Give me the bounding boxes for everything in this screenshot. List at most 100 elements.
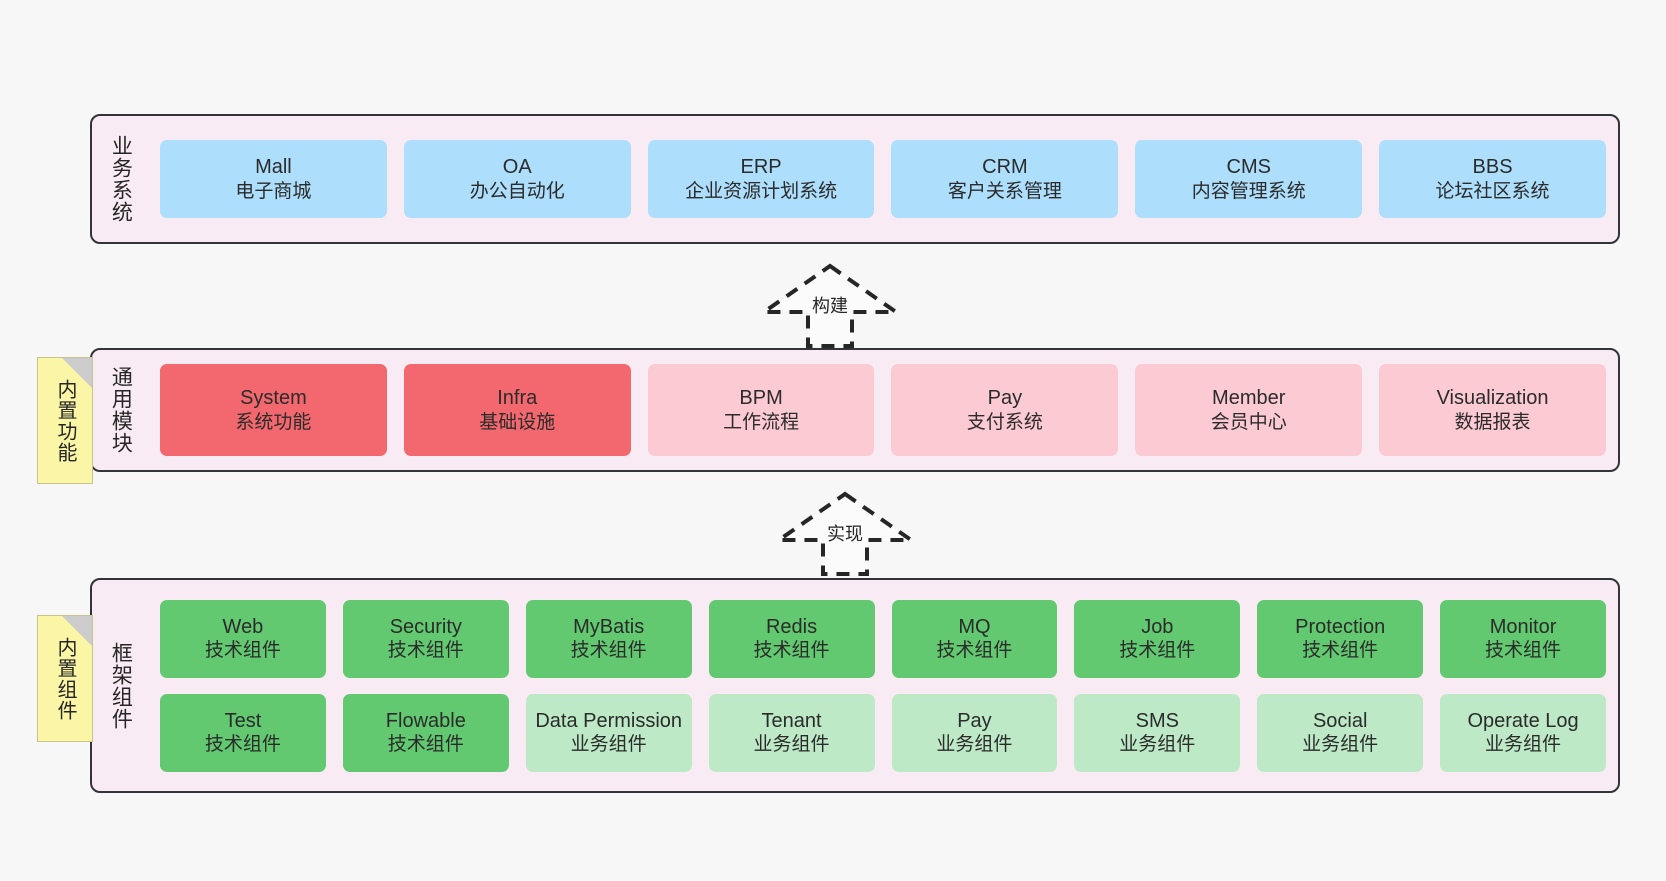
note-builtin-features: 内置功能: [37, 357, 93, 484]
node-sms[interactable]: SMS 业务组件: [1074, 693, 1241, 772]
layer-title-framework-components: 框架组件: [109, 641, 133, 730]
node-subtitle: 业务组件: [753, 734, 830, 756]
node-title: Member: [1212, 387, 1286, 410]
business-node-row: Mall 电子商城 OA 办公自动化 ERP 企业资源计划系统 CRM 客户关系…: [160, 140, 1606, 218]
node-subtitle: 业务组件: [1119, 734, 1196, 756]
node-subtitle: 内容管理系统: [1191, 180, 1306, 202]
node-subtitle: 业务组件: [1485, 734, 1562, 756]
connector-implement: 实现: [772, 490, 918, 576]
node-operate-log[interactable]: Operate Log 业务组件: [1440, 693, 1606, 772]
layer-business-system: 业务系统 Mall 电子商城 OA 办公自动化 ERP 企业资源计划系统 CRM…: [90, 114, 1620, 244]
node-title: Mall: [255, 156, 292, 179]
node-test[interactable]: Test 技术组件: [160, 693, 326, 772]
node-tenant[interactable]: Tenant 业务组件: [708, 693, 875, 772]
framework-node-row-1: Web 技术组件 Security 技术组件 MyBatis 技术组件 Redi…: [160, 599, 1606, 678]
node-subtitle: 技术组件: [387, 734, 464, 756]
node-title: Job: [1141, 615, 1174, 638]
node-title: BPM: [739, 387, 783, 410]
node-bbs[interactable]: BBS 论坛社区系统: [1379, 140, 1606, 218]
node-title: CMS: [1226, 156, 1271, 179]
node-subtitle: 会员中心: [1210, 411, 1287, 433]
node-title: Redis: [765, 615, 818, 638]
layer-title-business-system: 业务系统: [109, 135, 133, 223]
node-protection[interactable]: Protection 技术组件: [1257, 599, 1424, 678]
node-title: ERP: [740, 156, 782, 179]
node-visualization[interactable]: Visualization 数据报表: [1379, 364, 1606, 456]
connector-build-arrow: [757, 263, 903, 348]
node-system[interactable]: System 系统功能: [160, 364, 387, 456]
node-bpm[interactable]: BPM 工作流程: [647, 364, 875, 456]
node-subtitle: 系统功能: [235, 411, 312, 433]
layer-body-common-modules: System 系统功能 Infra 基础设施 BPM 工作流程 Pay 支付系统…: [148, 350, 1618, 470]
node-subtitle: 技术组件: [204, 734, 281, 756]
node-subtitle: 论坛社区系统: [1435, 180, 1550, 202]
node-title: OA: [502, 156, 532, 179]
node-title: BBS: [1472, 156, 1513, 179]
node-subtitle: 技术组件: [570, 640, 647, 662]
node-cms[interactable]: CMS 内容管理系统: [1135, 140, 1363, 218]
layer-common-modules: 通用模块 System 系统功能 Infra 基础设施 BPM 工作流程 Pay…: [90, 348, 1620, 472]
node-mall[interactable]: Mall 电子商城: [160, 140, 387, 218]
node-title: Web: [222, 615, 264, 638]
node-title: CRM: [982, 156, 1028, 179]
node-title: MQ: [958, 615, 991, 638]
node-subtitle: 工作流程: [723, 411, 800, 433]
node-subtitle: 技术组件: [1302, 640, 1379, 662]
note-fold-corner-icon: [62, 358, 92, 388]
node-title: Pay: [987, 387, 1023, 410]
node-redis[interactable]: Redis 技术组件: [708, 599, 875, 678]
note-label: 内置组件: [54, 636, 76, 721]
node-pay-module[interactable]: Pay 支付系统: [891, 364, 1119, 456]
node-pay-component[interactable]: Pay 业务组件: [891, 693, 1058, 772]
connector-build-label: 构建: [812, 296, 848, 316]
node-subtitle: 客户关系管理: [947, 180, 1062, 202]
node-security[interactable]: Security 技术组件: [342, 599, 509, 678]
note-builtin-components: 内置组件: [37, 615, 93, 742]
node-mybatis[interactable]: MyBatis 技术组件: [525, 599, 692, 678]
node-subtitle: 业务组件: [1302, 734, 1379, 756]
layer-body-framework-components: Web 技术组件 Security 技术组件 MyBatis 技术组件 Redi…: [148, 580, 1618, 791]
node-job[interactable]: Job 技术组件: [1074, 599, 1241, 678]
node-mq[interactable]: MQ 技术组件: [891, 599, 1058, 678]
node-subtitle: 技术组件: [1485, 640, 1562, 662]
node-monitor[interactable]: Monitor 技术组件: [1440, 599, 1606, 678]
node-subtitle: 技术组件: [1119, 640, 1196, 662]
connector-implement-arrow: [772, 491, 918, 576]
node-subtitle: 数据报表: [1454, 411, 1531, 433]
node-social[interactable]: Social 业务组件: [1257, 693, 1424, 772]
layer-framework-components: 框架组件 Web 技术组件 Security 技术组件 MyBatis 技术组件…: [90, 578, 1620, 793]
layer-body-business-system: Mall 电子商城 OA 办公自动化 ERP 企业资源计划系统 CRM 客户关系…: [148, 116, 1618, 242]
node-title: Test: [224, 709, 262, 732]
node-title: Pay: [957, 709, 992, 732]
node-title: Flowable: [385, 709, 466, 732]
node-erp[interactable]: ERP 企业资源计划系统: [647, 140, 875, 218]
node-subtitle: 办公自动化: [469, 180, 565, 202]
layer-title-common-modules: 通用模块: [109, 366, 133, 454]
node-subtitle: 业务组件: [570, 734, 647, 756]
node-subtitle: 技术组件: [753, 640, 830, 662]
node-subtitle: 支付系统: [966, 411, 1043, 433]
framework-node-row-2: Test 技术组件 Flowable 技术组件 Data Permission …: [160, 693, 1606, 772]
node-subtitle: 技术组件: [387, 640, 464, 662]
node-crm[interactable]: CRM 客户关系管理: [891, 140, 1119, 218]
node-data-permission[interactable]: Data Permission 业务组件: [525, 693, 692, 772]
node-subtitle: 技术组件: [936, 640, 1013, 662]
node-oa[interactable]: OA 办公自动化: [403, 140, 631, 218]
node-title: Tenant: [761, 709, 822, 732]
note-fold-corner-icon: [62, 616, 92, 646]
node-title: Visualization: [1436, 387, 1549, 410]
node-infra[interactable]: Infra 基础设施: [403, 364, 631, 456]
connector-implement-label: 实现: [827, 524, 863, 544]
node-title: System: [240, 387, 307, 410]
node-web[interactable]: Web 技术组件: [160, 599, 326, 678]
node-title: Infra: [497, 387, 538, 410]
node-title: Social: [1312, 709, 1368, 732]
node-flowable[interactable]: Flowable 技术组件: [342, 693, 509, 772]
node-title: Data Permission: [535, 709, 683, 732]
node-title: Operate Log: [1467, 709, 1579, 732]
node-subtitle: 电子商城: [235, 180, 312, 202]
node-title: SMS: [1135, 709, 1179, 732]
node-member[interactable]: Member 会员中心: [1135, 364, 1363, 456]
node-subtitle: 技术组件: [204, 640, 281, 662]
